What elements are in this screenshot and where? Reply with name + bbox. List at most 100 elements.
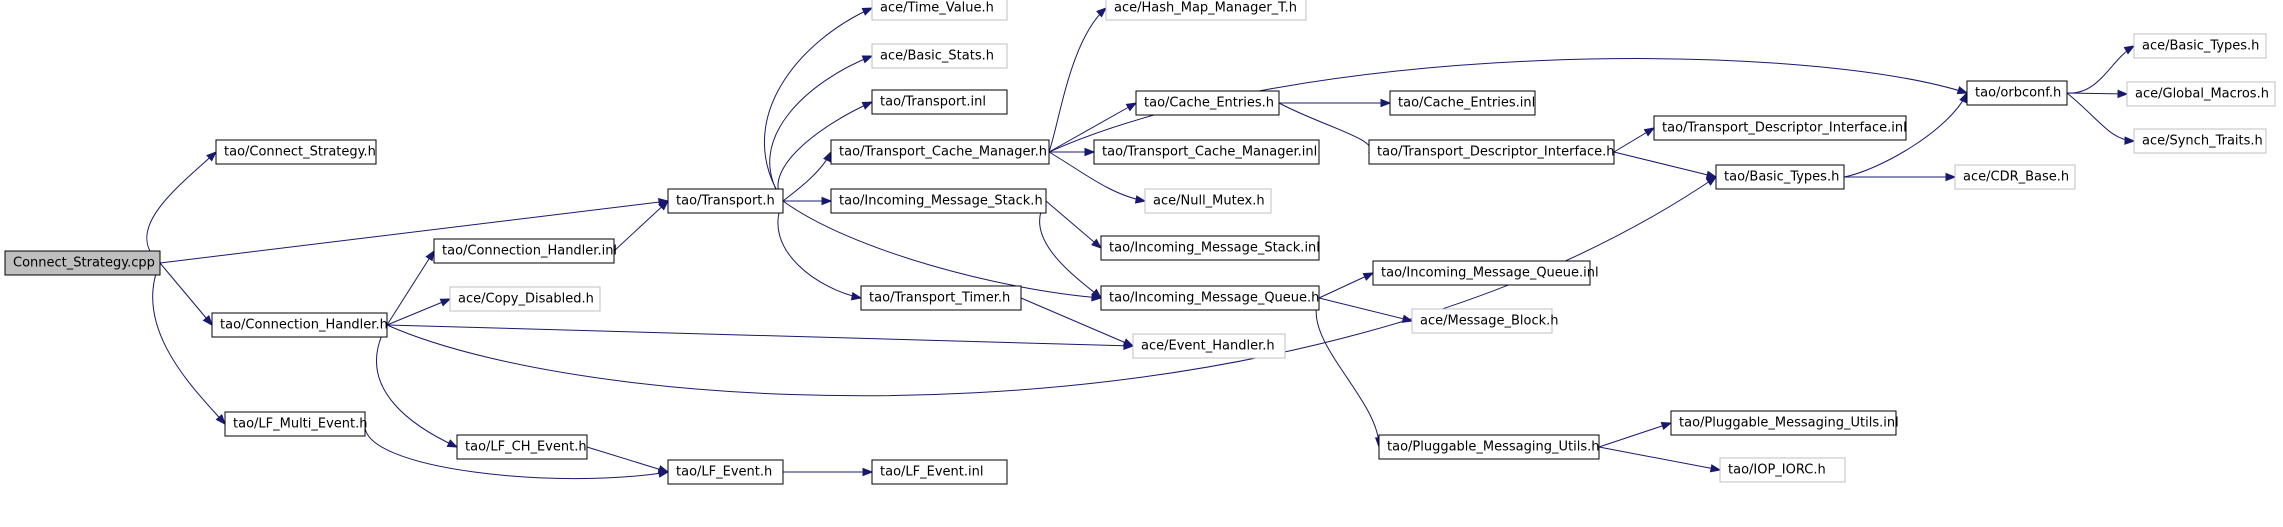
node-label: tao/Incoming_Message_Stack.h <box>839 194 1043 209</box>
node-label: ace/Synch_Traits.h <box>2142 134 2263 149</box>
node-box <box>1105 0 1307 21</box>
node-time-value-h[interactable]: ace/Time_Value.h <box>871 0 1008 21</box>
node-transport-cache-manager-inl[interactable]: tao/Transport_Cache_Manager.inl <box>1093 139 1320 165</box>
node-event-handler-h[interactable]: ace/Event_Handler.h <box>1132 333 1286 359</box>
arrowhead-transport_timer_h-to-event_handler_h <box>1122 338 1135 347</box>
node-box <box>871 43 1008 69</box>
node-pluggable-messaging-utils-h[interactable]: tao/Pluggable_Messaging_Utils.h <box>1378 434 1600 460</box>
node-label: ace/CDR_Base.h <box>1963 170 2069 185</box>
node-label: tao/Basic_Types.h <box>1724 170 1839 185</box>
node-box <box>433 238 615 264</box>
node-label: tao/Connection_Handler.inl <box>442 244 617 259</box>
node-label: tao/Connection_Handler.h <box>220 318 388 333</box>
node-cdr-base-h[interactable]: ace/CDR_Base.h <box>1954 164 2076 190</box>
node-connect-strategy-cpp[interactable]: Connect_Strategy.cpp <box>4 250 161 276</box>
edge-transport_cache_manager_h-to-hash_map_manager_t_h <box>1048 7 1107 153</box>
node-box <box>2126 81 2276 107</box>
node-box <box>456 434 588 460</box>
node-incoming-message-queue-h[interactable]: tao/Incoming_Message_Queue.h <box>1100 285 1320 311</box>
edge-transport_cache_manager_h-to-cache_entries_h <box>1048 102 1137 153</box>
node-transport-descriptor-interface-h[interactable]: tao/Transport_Descriptor_Interface.h <box>1368 139 1615 165</box>
arrowhead-incoming_message_queue_h-to-incoming_message_queue_inl <box>1362 272 1375 281</box>
edge-transport_descriptor_interface_h-to-basic_types_tao_h <box>1613 151 1717 178</box>
node-box <box>449 286 601 312</box>
arrowhead-transport_descriptor_interface_h-to-basic_types_tao_h <box>1705 170 1718 179</box>
node-label: ace/Basic_Stats.h <box>880 49 994 64</box>
node-connect-strategy-h[interactable]: tao/Connect_Strategy.h <box>215 139 377 165</box>
node-null-mutex-h[interactable]: ace/Null_Mutex.h <box>1144 188 1272 214</box>
node-lf-multi-event-h[interactable]: tao/LF_Multi_Event.h <box>224 411 368 437</box>
arrowhead-transport_cache_manager_h-to-cache_entries_h <box>1125 102 1138 112</box>
arrowhead-connect_strategy_cpp-to-connect_strategy_h <box>206 151 218 162</box>
arrowhead-connection_handler_h-to-connection_handler_inl <box>425 249 435 262</box>
node-lf-ch-event-h[interactable]: tao/LF_CH_Event.h <box>456 434 588 460</box>
node-basic-stats-h[interactable]: ace/Basic_Stats.h <box>871 43 1008 69</box>
node-iop-iorc-h[interactable]: tao/IOP_IORC.h <box>1719 457 1846 483</box>
node-hash-map-manager-t-h[interactable]: ace/Hash_Map_Manager_T.h <box>1105 0 1307 21</box>
node-label: ace/Basic_Types.h <box>2142 39 2259 54</box>
arrowhead-orbconf_h-to-synch_traits_h <box>2124 136 2136 145</box>
node-basic-types-tao-h[interactable]: tao/Basic_Types.h <box>1715 164 1845 190</box>
node-box <box>871 459 1008 485</box>
node-connection-handler-h[interactable]: tao/Connection_Handler.h <box>211 312 388 338</box>
node-box <box>860 285 1022 311</box>
node-connection-handler-inl[interactable]: tao/Connection_Handler.inl <box>433 238 617 264</box>
node-box <box>2133 33 2267 59</box>
arrowhead-transport_h-to-basic_stats_h <box>861 55 874 64</box>
node-transport-descriptor-interface-inl[interactable]: tao/Transport_Descriptor_Interface.inl <box>1653 115 1907 141</box>
node-transport-inl[interactable]: tao/Transport.inl <box>871 89 1008 115</box>
edge-pluggable_messaging_utils_h-to-pluggable_messaging_utils_inl <box>1598 422 1672 448</box>
node-global-macros-h[interactable]: ace/Global_Macros.h <box>2126 81 2276 107</box>
node-basic-types-ace-h[interactable]: ace/Basic_Types.h <box>2133 33 2267 59</box>
node-cache-entries-inl[interactable]: tao/Cache_Entries.inl <box>1389 90 1536 116</box>
edge-lf_multi_event_h-to-lf_event_h <box>364 423 669 480</box>
node-synch-traits-h[interactable]: ace/Synch_Traits.h <box>2133 128 2267 154</box>
node-box <box>1100 285 1320 311</box>
arrowhead-transport_h-to-transport_inl <box>861 101 874 110</box>
node-message-block-h[interactable]: ace/Message_Block.h <box>1411 308 1559 334</box>
edge-incoming_message_stack_h-to-incoming_message_queue_h <box>1039 200 1102 299</box>
node-incoming-message-stack-h[interactable]: tao/Incoming_Message_Stack.h <box>830 188 1047 214</box>
arrowhead-connection_handler_inl-to-transport_h <box>658 200 670 211</box>
node-box <box>1372 260 1591 286</box>
node-box <box>1389 90 1536 116</box>
node-copy-disabled-h[interactable]: ace/Copy_Disabled.h <box>449 286 601 312</box>
node-label: tao/IOP_IORC.h <box>1728 463 1826 478</box>
node-box <box>1719 457 1846 483</box>
node-lf-event-h[interactable]: tao/LF_Event.h <box>667 459 784 485</box>
arrowhead-basic_types_tao_h-to-cdr_base_h <box>1945 172 1957 182</box>
edge-transport_cache_manager_h-to-null_mutex_h <box>1048 151 1146 202</box>
node-label: ace/Hash_Map_Manager_T.h <box>1114 1 1297 16</box>
node-box <box>1093 139 1320 165</box>
node-box <box>1132 333 1286 359</box>
node-transport-h[interactable]: tao/Transport.h <box>667 188 784 214</box>
node-label: tao/Transport_Descriptor_Interface.inl <box>1662 121 1907 136</box>
arrowhead-lf_ch_event_h-to-lf_event_h <box>657 465 670 474</box>
edge-incoming_message_queue_h-to-pluggable_messaging_utils_h <box>1315 297 1380 448</box>
node-box <box>215 139 377 165</box>
node-label: tao/Transport_Cache_Manager.h <box>839 145 1047 160</box>
node-transport-cache-manager-h[interactable]: tao/Transport_Cache_Manager.h <box>830 139 1050 165</box>
node-transport-timer-h[interactable]: tao/Transport_Timer.h <box>860 285 1022 311</box>
edge-connect_strategy_cpp-to-transport_h <box>159 200 669 264</box>
edge-transport_h-to-basic_stats_h <box>769 55 873 202</box>
node-label: ace/Event_Handler.h <box>1141 339 1275 354</box>
node-label: tao/Pluggable_Messaging_Utils.h <box>1387 440 1599 455</box>
arrowhead-incoming_message_stack_h-to-incoming_message_queue_h <box>1091 288 1103 299</box>
node-orbconf-h[interactable]: tao/orbconf.h <box>1966 80 2068 106</box>
edge-incoming_message_stack_h-to-incoming_message_stack_inl <box>1045 200 1102 249</box>
node-box <box>871 89 1008 115</box>
node-cache-entries-h[interactable]: tao/Cache_Entries.h <box>1135 90 1280 116</box>
node-lf-event-inl[interactable]: tao/LF_Event.inl <box>871 459 1008 485</box>
arrowhead-cache_entries_h-to-cache_entries_inl <box>1380 98 1392 108</box>
node-box <box>871 0 1008 21</box>
node-box <box>1368 139 1615 165</box>
node-label: tao/LF_Multi_Event.h <box>233 417 368 432</box>
node-incoming-message-queue-inl[interactable]: tao/Incoming_Message_Queue.inl <box>1372 260 1599 286</box>
node-incoming-message-stack-inl[interactable]: tao/Incoming_Message_Stack.inl <box>1100 235 1320 261</box>
arrowhead-transport_descriptor_interface_h-to-transport_descriptor_interface_inl <box>1643 127 1656 137</box>
node-pluggable-messaging-utils-inl[interactable]: tao/Pluggable_Messaging_Utils.inl <box>1670 410 1899 436</box>
node-box <box>4 250 161 276</box>
edge-transport_timer_h-to-event_handler_h <box>1020 297 1134 347</box>
node-label: ace/Null_Mutex.h <box>1153 194 1265 209</box>
